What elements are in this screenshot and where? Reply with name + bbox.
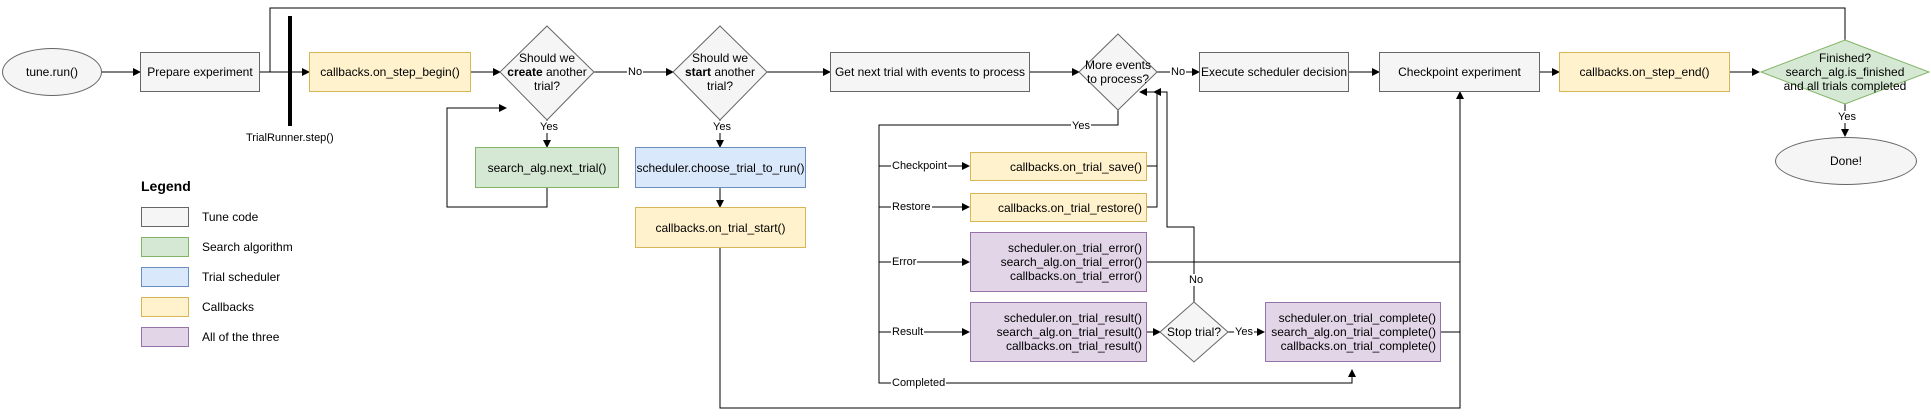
more-events-diamond bbox=[1078, 33, 1158, 111]
legend-label-scheduler: Trial scheduler bbox=[202, 270, 281, 284]
create-pre: Should we bbox=[518, 51, 576, 65]
more-events-text: More events to process? bbox=[1083, 52, 1153, 92]
edge-label-completed: Completed bbox=[891, 377, 947, 389]
legend-label-callbacks: Callbacks bbox=[202, 300, 255, 314]
edge-label-yes-create: Yes bbox=[539, 121, 559, 133]
edge-label-yes-start: Yes bbox=[712, 121, 732, 133]
stop-trial-text: Stop trial? bbox=[1162, 322, 1226, 342]
trial-error-line-2: search_alg.on_trial_error() bbox=[1000, 255, 1142, 269]
legend-swatch-search bbox=[141, 237, 189, 257]
edge-more-yes bbox=[878, 104, 1356, 384]
get-next-label: Get next trial with events to process bbox=[834, 65, 1026, 79]
legend-swatch-callbacks bbox=[141, 297, 189, 317]
trial-complete-line-2: search_alg.on_trial_complete() bbox=[1271, 325, 1436, 339]
start-bold: start bbox=[684, 65, 711, 79]
more-events-label: More events to process? bbox=[1084, 58, 1152, 86]
edge-label-restore: Restore bbox=[891, 201, 932, 213]
trial-result-line-3: callbacks.on_trial_result() bbox=[1005, 339, 1142, 353]
finished-label: Finished? search_alg.is_finished and all… bbox=[1783, 51, 1907, 93]
done-node: Done! bbox=[1775, 137, 1917, 185]
legend-label-tune: Tune code bbox=[202, 210, 259, 224]
stop-trial-diamond bbox=[1159, 301, 1229, 363]
edge-label-result: Result bbox=[891, 326, 925, 338]
create-post: another trial? bbox=[533, 65, 587, 93]
choose-trial-label: scheduler.choose_trial_to_run() bbox=[636, 160, 805, 175]
edge-label-error: Error bbox=[891, 256, 918, 268]
start-diamond bbox=[672, 25, 768, 121]
done-label: Done! bbox=[1829, 154, 1863, 168]
create-bold: create bbox=[507, 65, 543, 79]
legend-swatch-tune bbox=[141, 207, 189, 227]
finished-diamond bbox=[1759, 39, 1931, 105]
trial-restore-label: callbacks.on_trial_restore() bbox=[997, 200, 1142, 215]
stop-trial-label: Stop trial? bbox=[1166, 325, 1222, 339]
trial-runner-label: TrialRunner.step() bbox=[246, 132, 334, 144]
create-diamond bbox=[499, 25, 595, 121]
finished-text: Finished? search_alg.is_finished and all… bbox=[1775, 50, 1915, 94]
start-post: another trial? bbox=[706, 65, 756, 93]
prepare-label: Prepare experiment bbox=[147, 65, 253, 79]
edge-restore-return bbox=[1147, 166, 1158, 208]
get-next-node: Get next trial with events to process bbox=[830, 52, 1030, 92]
trial-save-node: callbacks.on_trial_save() bbox=[970, 152, 1147, 181]
edge-label-stop-no: No bbox=[1188, 274, 1205, 286]
edge-stop-no bbox=[1153, 88, 1195, 302]
edge-nexttrial-back bbox=[446, 104, 548, 208]
trial-restore-node: callbacks.on_trial_restore() bbox=[970, 193, 1147, 222]
trial-start-label: callbacks.on_trial_start() bbox=[655, 220, 786, 235]
choose-trial-node: scheduler.choose_trial_to_run() bbox=[635, 147, 806, 188]
step-begin-label: callbacks.on_step_begin() bbox=[320, 65, 460, 79]
trial-result-line-2: search_alg.on_trial_result() bbox=[996, 325, 1142, 339]
edge-label-no-create: No bbox=[627, 66, 644, 78]
edge-finished-loop bbox=[269, 7, 1846, 72]
trial-error-node: scheduler.on_trial_error()search_alg.on_… bbox=[970, 232, 1147, 292]
trial-result-line-1: scheduler.on_trial_result() bbox=[1003, 311, 1142, 325]
edge-label-yes-more: Yes bbox=[1071, 120, 1091, 132]
trial-runner-bar bbox=[288, 16, 292, 126]
trial-error-line-3: callbacks.on_trial_error() bbox=[1009, 269, 1142, 283]
legend-swatch-scheduler bbox=[141, 267, 189, 287]
next-trial-node: search_alg.next_trial() bbox=[475, 147, 619, 188]
trial-result-node: scheduler.on_trial_result()search_alg.on… bbox=[970, 302, 1147, 362]
trial-save-label: callbacks.on_trial_save() bbox=[1009, 159, 1142, 174]
tune-run-node: tune.run() bbox=[2, 48, 102, 96]
legend-label-all: All of the three bbox=[202, 330, 280, 344]
step-end-node: callbacks.on_step_end() bbox=[1559, 52, 1730, 92]
tune-run-label: tune.run() bbox=[25, 65, 79, 79]
next-trial-label: search_alg.next_trial() bbox=[487, 160, 607, 175]
edge-label-no-more: No bbox=[1170, 66, 1187, 78]
edge-save-return bbox=[1139, 88, 1158, 167]
step-end-label: callbacks.on_step_end() bbox=[1579, 65, 1710, 79]
trial-complete-node: scheduler.on_trial_complete()search_alg.… bbox=[1265, 302, 1441, 362]
edge-label-checkpoint: Checkpoint bbox=[891, 160, 949, 172]
legend-swatch-all bbox=[141, 327, 189, 347]
edge-trialstart-down bbox=[719, 91, 1464, 409]
checkpoint-exp-node: Checkpoint experiment bbox=[1379, 52, 1540, 92]
edge-label-stop-yes: Yes bbox=[1234, 326, 1254, 338]
legend-title: Legend bbox=[141, 178, 191, 194]
step-begin-node: callbacks.on_step_begin() bbox=[309, 52, 471, 92]
trial-complete-line-3: callbacks.on_trial_complete() bbox=[1280, 339, 1436, 353]
trial-start-node: callbacks.on_trial_start() bbox=[635, 207, 806, 248]
edge-label-finish-yes: Yes bbox=[1837, 111, 1857, 123]
legend-label-search: Search algorithm bbox=[202, 240, 293, 254]
exec-sched-label: Execute scheduler decision bbox=[1200, 65, 1348, 79]
checkpoint-exp-label: Checkpoint experiment bbox=[1398, 65, 1521, 79]
exec-sched-node: Execute scheduler decision bbox=[1199, 52, 1349, 92]
prepare-node: Prepare experiment bbox=[140, 52, 260, 92]
start-pre: Should we bbox=[691, 51, 749, 65]
trial-error-line-1: scheduler.on_trial_error() bbox=[1007, 241, 1142, 255]
trial-complete-line-1: scheduler.on_trial_complete() bbox=[1278, 311, 1436, 325]
